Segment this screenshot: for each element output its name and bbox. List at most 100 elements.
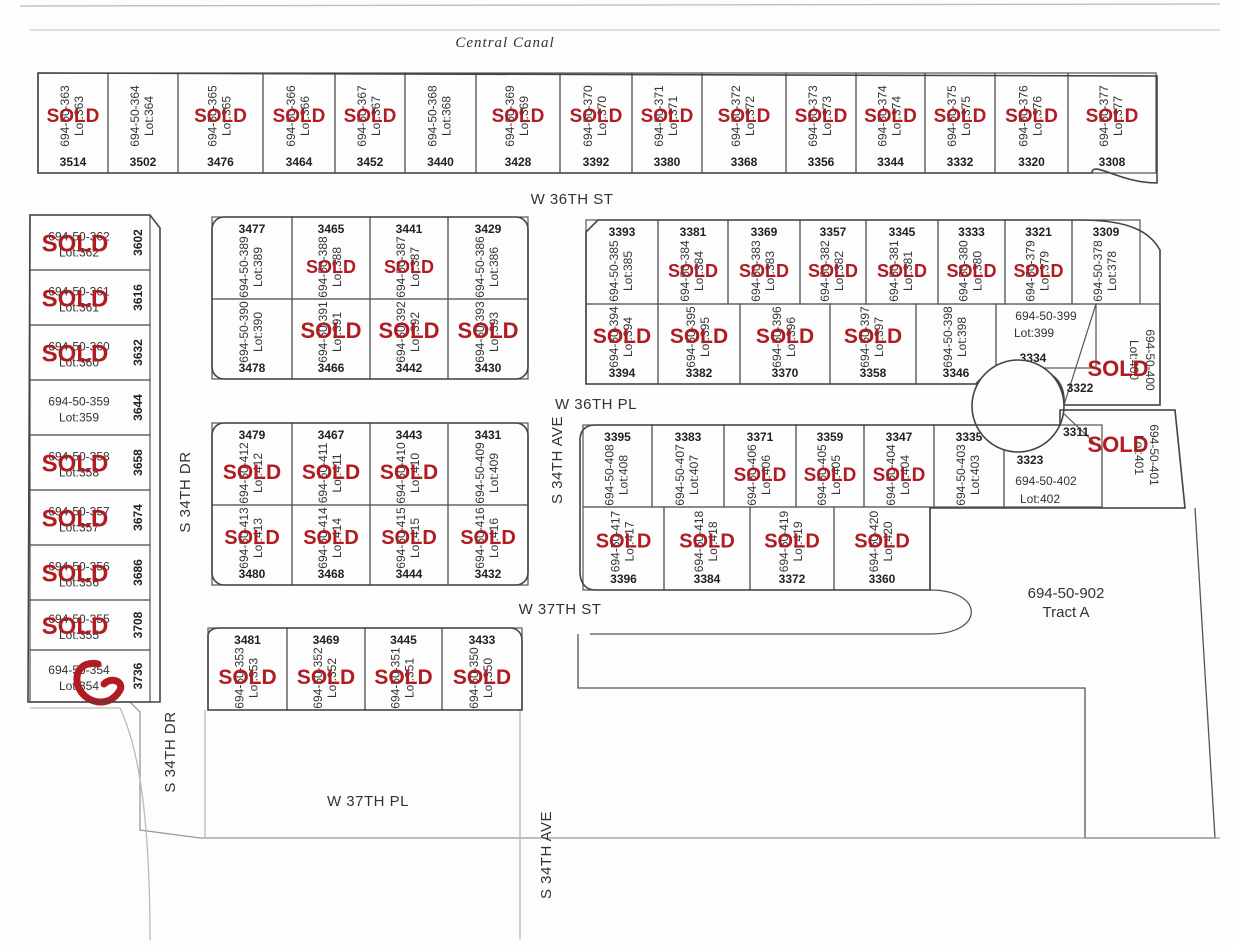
lot-address: 3477 (239, 222, 266, 236)
sold-stamp: SOLD (453, 666, 511, 689)
lot-address: 3309 (1093, 225, 1120, 239)
sold-stamp: SOLD (297, 666, 355, 689)
block-outline-a (211, 216, 529, 380)
lot-number: Lot:367 (369, 96, 383, 136)
lot-number: Lot:413 (251, 518, 265, 558)
lot-number: Lot:420 (881, 521, 895, 561)
lot-address: 3370 (772, 366, 799, 380)
lot-address: 3320 (1018, 155, 1045, 169)
sold-stamp: SOLD (344, 106, 397, 127)
sold-stamp: SOLD (218, 666, 276, 689)
lot-address: 3311 (1063, 425, 1089, 439)
cul-de-sac (971, 359, 1065, 453)
sold-stamp: SOLD (42, 561, 109, 588)
lot-address: 3444 (396, 567, 423, 581)
lot-parcel-number: 694-50-372 (729, 85, 743, 147)
tract-label: Tract A (1043, 604, 1090, 621)
lot-address: 3686 (131, 559, 145, 586)
lot-number: Lot:352 (325, 658, 339, 698)
lot-address: 3357 (820, 225, 847, 239)
lot-number: Lot:372 (743, 96, 757, 136)
lot-address: 3469 (313, 633, 340, 647)
block-outline-c (211, 422, 529, 586)
lot-parcel-number: 694-50-396 (770, 306, 784, 368)
lot-parcel-number: 694-50-391 (316, 301, 330, 363)
lot-parcel-number: 694-50-393 (473, 301, 487, 363)
sold-stamp: SOLD (380, 461, 438, 484)
sold-stamp: SOLD (641, 106, 694, 127)
lot-number: Lot:382 (832, 251, 846, 291)
